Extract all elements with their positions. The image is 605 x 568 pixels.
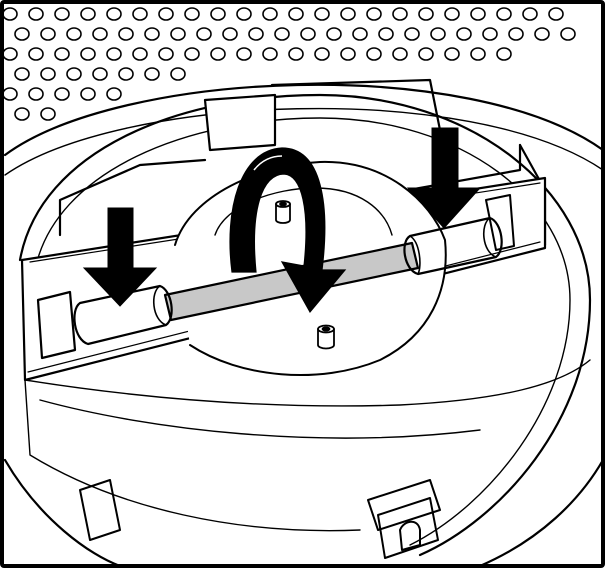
vent-hole (496, 47, 512, 61)
vent-hole (14, 107, 30, 121)
vent-hole (158, 47, 174, 61)
vent-hole (326, 27, 342, 41)
vent-hole (444, 47, 460, 61)
vent-hole (28, 47, 44, 61)
vent-hole (262, 7, 278, 21)
vent-hole (54, 7, 70, 21)
vent-hole (2, 47, 18, 61)
vent-hole (28, 7, 44, 21)
vent-hole (170, 27, 186, 41)
vent-hole (144, 67, 160, 81)
bracket-end-right (485, 194, 515, 251)
vent-hole (66, 27, 82, 41)
vent-hole (418, 47, 434, 61)
vent-hole (132, 47, 148, 61)
vent-hole (92, 27, 108, 41)
vent-hole (2, 87, 18, 101)
vent-hole (508, 27, 524, 41)
vent-hole (210, 47, 226, 61)
vent-hole (28, 87, 44, 101)
vent-hole (236, 7, 252, 21)
vent-hole (496, 7, 512, 21)
vent-hole (352, 27, 368, 41)
vent-hole (2, 7, 18, 21)
vent-hole (54, 47, 70, 61)
vent-hole (456, 27, 472, 41)
vent-hole (144, 27, 160, 41)
vent-hole (106, 7, 122, 21)
vent-hole (444, 7, 460, 21)
vent-hole (66, 67, 82, 81)
vent-hole (470, 47, 486, 61)
vent-hole (236, 47, 252, 61)
vent-hole (118, 27, 134, 41)
vent-hole (40, 27, 56, 41)
front-latch (367, 479, 441, 559)
vent-hole (418, 7, 434, 21)
vent-hole (366, 7, 382, 21)
vent-hole (14, 67, 30, 81)
vent-hole (80, 7, 96, 21)
down-arrow-left-icon (82, 207, 158, 307)
vent-hole (92, 67, 108, 81)
vent-hole (80, 87, 96, 101)
vent-hole (560, 27, 576, 41)
front-tab (79, 479, 121, 541)
vent-hole (548, 7, 564, 21)
base-platform (24, 359, 591, 532)
vent-hole (300, 27, 316, 41)
vent-hole (40, 107, 56, 121)
vent-hole (80, 47, 96, 61)
vent-hole (184, 7, 200, 21)
vent-hole (340, 47, 356, 61)
vent-hole (534, 27, 550, 41)
vent-hole (222, 27, 238, 41)
vent-hole (366, 47, 382, 61)
vent-hole (14, 27, 30, 41)
vent-hole (54, 87, 70, 101)
rotate-arrow-icon (229, 147, 347, 314)
vent-hole (170, 67, 186, 81)
rod-end-cap-right (403, 216, 503, 276)
vent-hole (288, 47, 304, 61)
vent-hole (288, 7, 304, 21)
mounting-post-bottom (317, 324, 335, 350)
rod-end-cap-left (73, 284, 173, 346)
vent-hole (522, 7, 538, 21)
vent-hole (314, 47, 330, 61)
vent-hole (470, 7, 486, 21)
vent-hole (132, 7, 148, 21)
vent-hole (482, 27, 498, 41)
vent-hole (248, 27, 264, 41)
down-arrow-right-icon (406, 127, 482, 229)
vent-hole (106, 47, 122, 61)
vent-hole (340, 7, 356, 21)
vent-hole (392, 7, 408, 21)
vent-hole (158, 7, 174, 21)
vent-hole (392, 47, 408, 61)
vent-holes (2, 7, 576, 121)
mounting-post-top (275, 200, 291, 224)
vent-hole (262, 47, 278, 61)
vent-hole (430, 27, 446, 41)
vent-hole (106, 87, 122, 101)
vent-hole (210, 7, 226, 21)
vent-hole (274, 27, 290, 41)
vent-hole (404, 27, 420, 41)
vent-hole (40, 67, 56, 81)
rod (163, 241, 420, 322)
vent-hole (184, 47, 200, 61)
vent-hole (196, 27, 212, 41)
vent-hole (314, 7, 330, 21)
vent-hole (378, 27, 394, 41)
vent-hole (118, 67, 134, 81)
